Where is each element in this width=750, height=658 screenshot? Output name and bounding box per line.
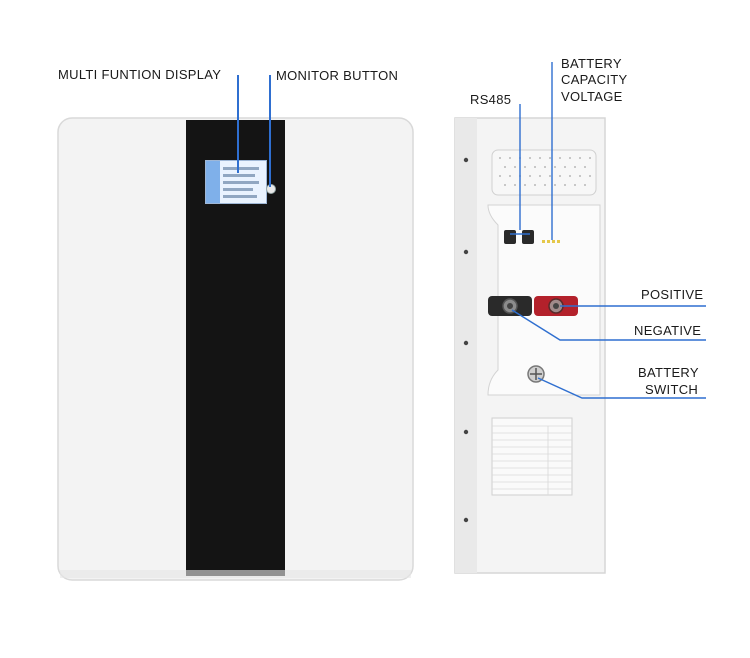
spec-label-rows: [492, 425, 572, 495]
callout-battery-capacity-line1: BATTERY: [561, 56, 622, 71]
callout-battery-switch-line2: SWITCH: [645, 382, 699, 397]
mount-hole: [463, 157, 469, 163]
negative-terminal: [488, 296, 532, 316]
callout-battery-switch-line1: BATTERY: [638, 365, 699, 380]
mount-hole: [463, 517, 469, 523]
vent-grille: [491, 149, 597, 196]
callout-multi-function-display: MULTI FUNTION DISPLAY: [58, 67, 222, 82]
lcd-readout: [223, 195, 257, 198]
callout-battery-capacity-line2: CAPACITY: [561, 72, 628, 87]
display-leader-line: [237, 75, 239, 173]
lcd-readout: [223, 188, 253, 191]
callout-rs485: RS485: [470, 92, 512, 107]
mount-hole: [463, 249, 469, 255]
lcd-readout: [223, 181, 259, 184]
battery-switch-grip: [530, 368, 542, 380]
callout-positive: POSITIVE: [641, 287, 704, 302]
lcd-icon-strip: [206, 161, 220, 203]
lcd-readout: [223, 174, 255, 177]
lcd-display: [205, 160, 267, 204]
capacity-leds: [542, 240, 560, 243]
side-panel-edge: [455, 118, 477, 573]
callout-negative: NEGATIVE: [634, 323, 702, 338]
callout-monitor-button: MONITOR BUTTON: [276, 68, 399, 83]
front-panel-shadow: [60, 570, 411, 578]
side-view: [454, 117, 606, 574]
mount-hole: [463, 429, 469, 435]
monitor-leader-line: [269, 75, 271, 187]
side-leader-lines: [510, 62, 706, 399]
callout-battery-capacity-line3: VOLTAGE: [561, 89, 623, 104]
rs485-port-2: [522, 230, 534, 244]
spec-label: [491, 417, 573, 496]
lcd-readout: [223, 167, 259, 170]
mount-hole: [463, 340, 469, 346]
front-view: [57, 117, 414, 581]
rs485-port-1: [504, 230, 516, 244]
monitor-button: [266, 184, 276, 194]
